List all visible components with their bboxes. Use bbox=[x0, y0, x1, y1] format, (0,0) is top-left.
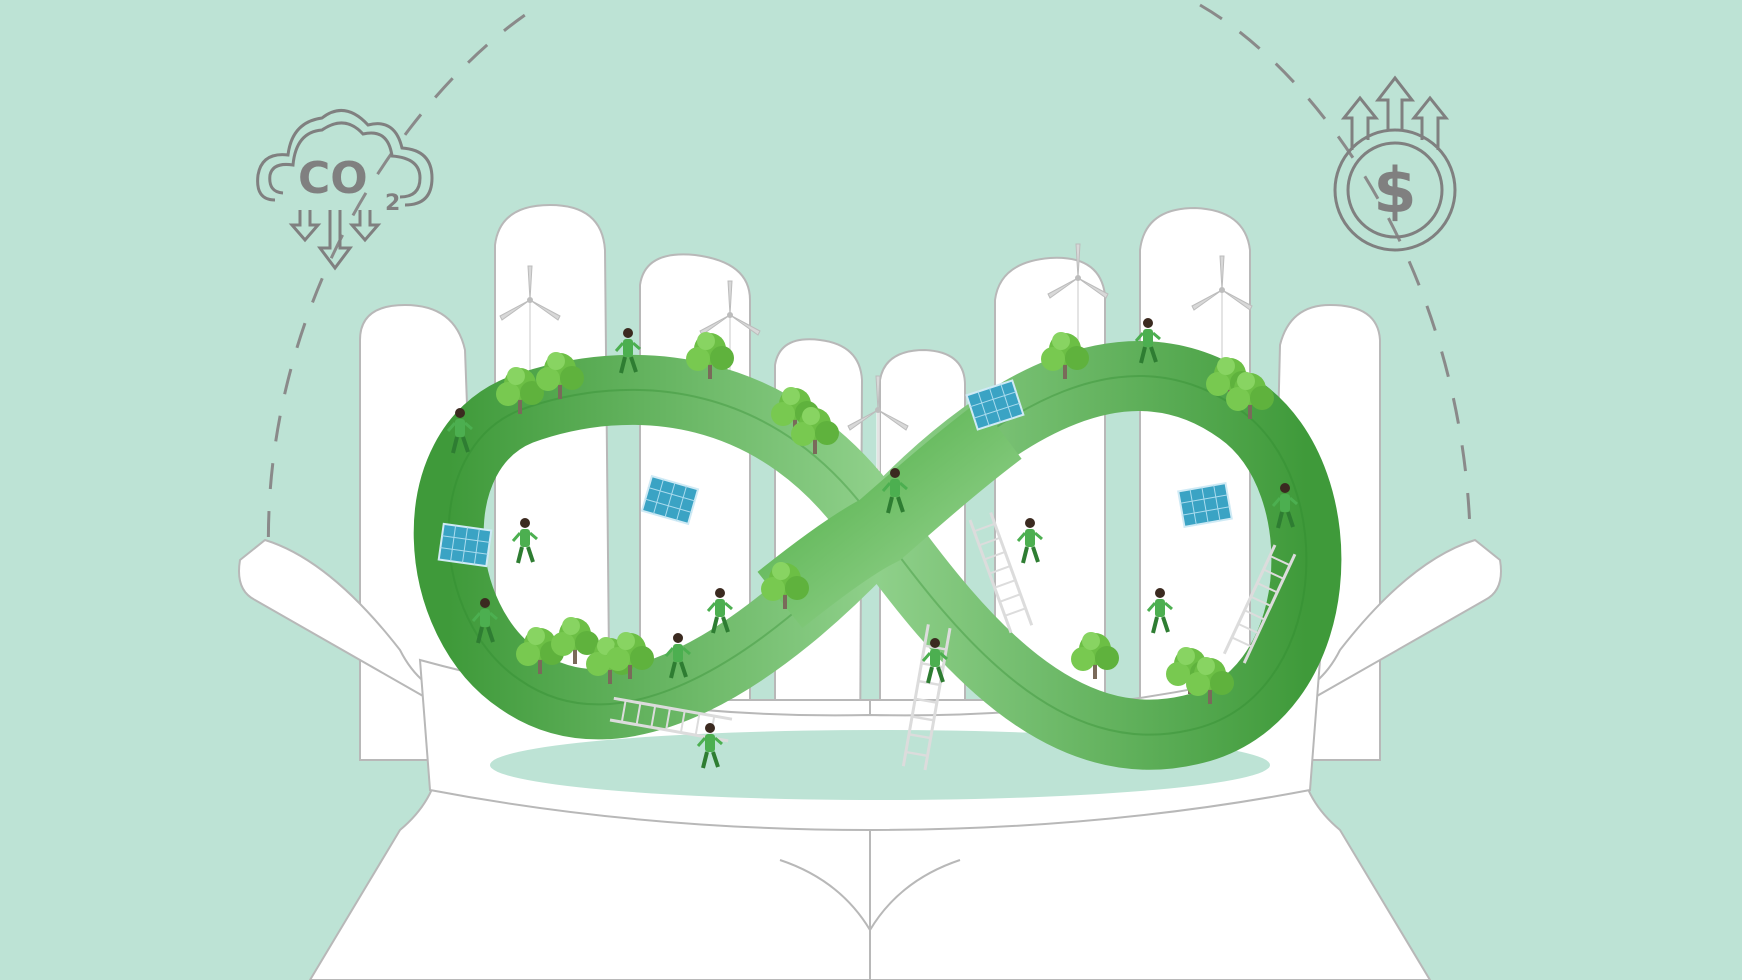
dashed-cycle-arc bbox=[267, 3, 1472, 586]
co2-cloud-down-arrows-icon: CO 2 bbox=[256, 109, 434, 271]
co2-subscript: 2 bbox=[385, 191, 400, 216]
dollar-symbol: $ bbox=[1373, 154, 1416, 227]
co2-label: CO bbox=[298, 153, 368, 204]
dollar-coin-up-arrows-icon: $ bbox=[1333, 75, 1457, 252]
